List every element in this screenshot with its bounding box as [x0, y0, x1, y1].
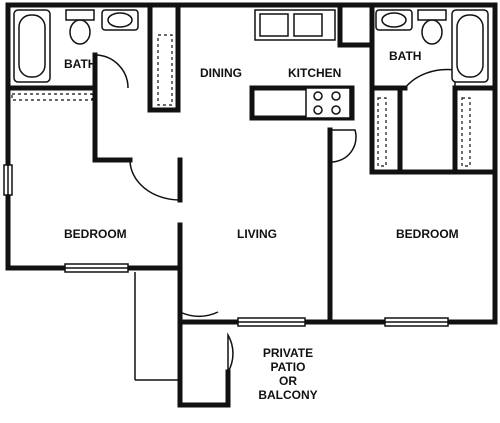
door-patio [227, 332, 234, 373]
outer-walls [5, 2, 498, 408]
closets [11, 34, 471, 381]
label-patio-line: BALCONY [258, 388, 318, 402]
label-dining: DINING [200, 66, 242, 80]
door-kitchen [329, 129, 357, 163]
label-patio-line: PRIVATE [262, 346, 314, 360]
label-bedroom-right: BEDROOM [396, 227, 459, 241]
kitchen-sink-icon [259, 13, 289, 37]
toilet-icon [65, 9, 95, 21]
label-bath-right: BATH [389, 49, 422, 63]
label-kitchen: KITCHEN [288, 66, 342, 80]
fixtures [13, 9, 489, 119]
toilet-icon-right [417, 9, 447, 21]
door-left-bath [94, 54, 129, 89]
label-bath-left: BATH [64, 57, 97, 71]
stove-icon [305, 87, 351, 119]
label-patio-line: PATIO [270, 360, 306, 374]
door-entry [179, 268, 219, 318]
label-patio-line: OR [279, 374, 297, 388]
interior-walls [5, 2, 498, 325]
label-patio: PRIVATE PATIO OR BALCONY [256, 346, 320, 402]
label-living: LIVING [237, 227, 278, 241]
windows [3, 164, 449, 327]
label-bedroom-left: BEDROOM [64, 227, 127, 241]
door-left-bedroom [129, 159, 181, 201]
door-right-bath [404, 68, 456, 89]
